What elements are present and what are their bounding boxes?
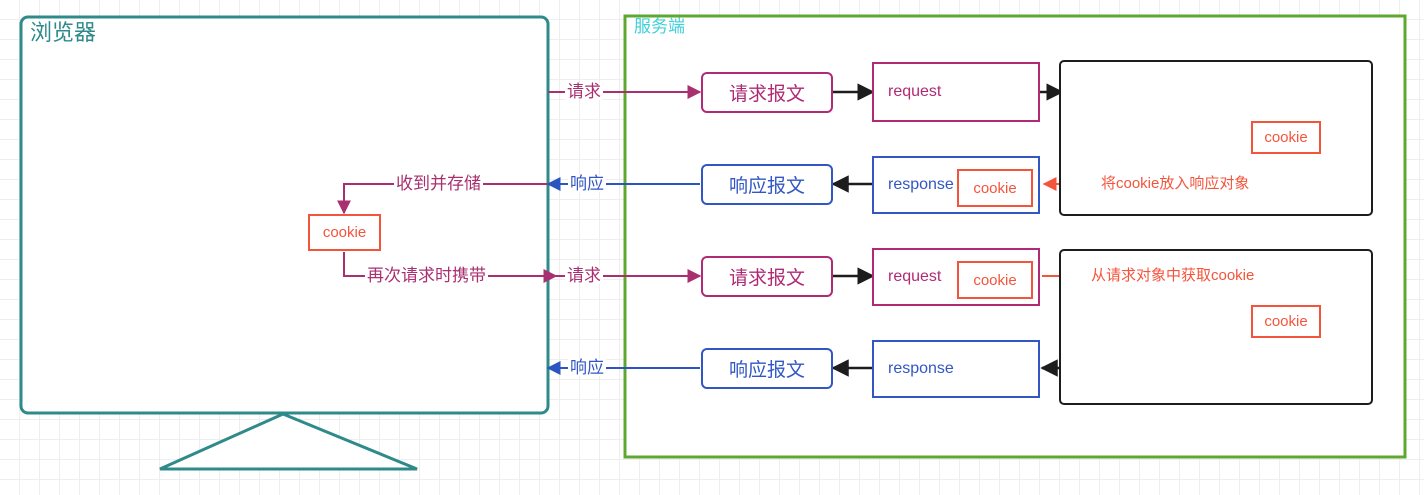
caption-put-cookie-into-response: 将cookie放入响应对象 (1099, 175, 1252, 192)
boundary-label-response-1: 响应 (568, 174, 606, 193)
monitor-stand (159, 412, 418, 471)
server-object-label-request-2: request (888, 268, 942, 285)
response-object-cookie-box[interactable]: cookie (957, 169, 1033, 207)
response-container-cookie-box[interactable]: cookie (1251, 121, 1321, 154)
browser-frame (19, 15, 550, 415)
edge-label-receive-and-store: 收到并存储 (394, 174, 483, 193)
boundary-label-request-2: 请求 (565, 266, 603, 285)
boundary-label-request-1: 请求 (565, 82, 603, 101)
server-object-box-request-1[interactable]: request (872, 62, 1040, 122)
server-message-box-response-2[interactable]: 响应报文 (701, 348, 833, 389)
server-object-box-response-1[interactable]: response cookie (872, 156, 1040, 214)
request-object-cookie-box[interactable]: cookie (957, 261, 1033, 299)
edge-label-resend-with-cookie: 再次请求时携带 (365, 266, 488, 285)
request-container-cookie-box[interactable]: cookie (1251, 305, 1321, 338)
server-title: 服务端 (634, 17, 685, 36)
browser-cookie-box[interactable]: cookie (308, 214, 381, 251)
browser-title: 浏览器 (30, 20, 97, 45)
server-object-box-request-2[interactable]: request cookie (872, 248, 1040, 306)
server-object-box-response-2[interactable]: response (872, 340, 1040, 398)
boundary-label-response-2: 响应 (568, 358, 606, 377)
server-object-label-response-1: response (888, 176, 954, 193)
server-response-container[interactable] (1059, 60, 1373, 216)
server-message-box-request-2[interactable]: 请求报文 (701, 256, 833, 297)
caption-get-cookie-from-request: 从请求对象中获取cookie (1089, 267, 1257, 284)
server-message-box-request-1[interactable]: 请求报文 (701, 72, 833, 113)
server-message-box-response-1[interactable]: 响应报文 (701, 164, 833, 205)
